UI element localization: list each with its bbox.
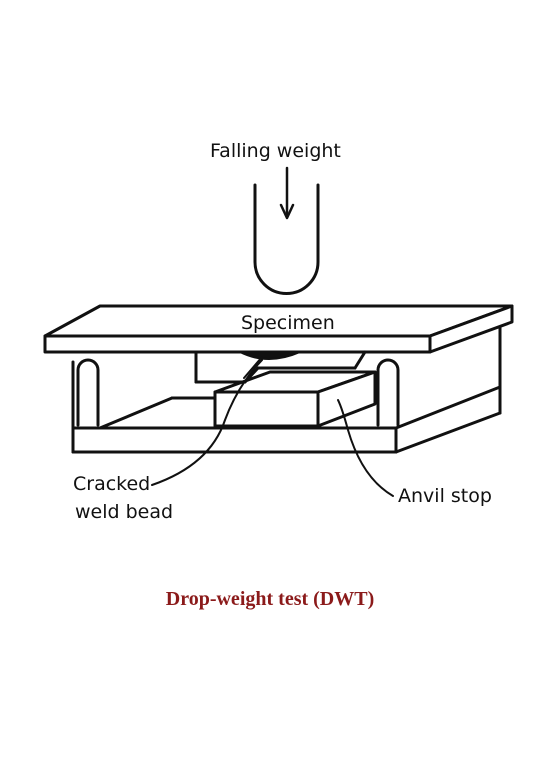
anvil-stop-leader	[337, 399, 394, 497]
specimen-plate	[43, 304, 514, 354]
anvil-stop-block	[213, 370, 377, 428]
specimen-label: Specimen	[241, 312, 335, 334]
cracked-weld-bead	[239, 351, 301, 360]
anvil-stop-label: Anvil stop	[398, 485, 492, 507]
figure-caption: Drop-weight test (DWT)	[165, 588, 375, 610]
left-support-roller	[76, 358, 100, 427]
anvil-base	[71, 325, 502, 454]
weld-crack-line	[243, 356, 263, 379]
inner-recess	[194, 350, 367, 384]
right-support-roller	[376, 358, 400, 427]
cracked-weld-bead-label-line2: weld bead	[75, 501, 173, 523]
falling-weight-tup	[253, 183, 320, 295]
falling-weight-label: Falling weight	[210, 140, 341, 162]
cracked-weld-bead-label-line1: Cracked	[73, 473, 150, 495]
cracked-weld-leader	[151, 359, 263, 486]
down-arrow-head	[279, 203, 295, 220]
